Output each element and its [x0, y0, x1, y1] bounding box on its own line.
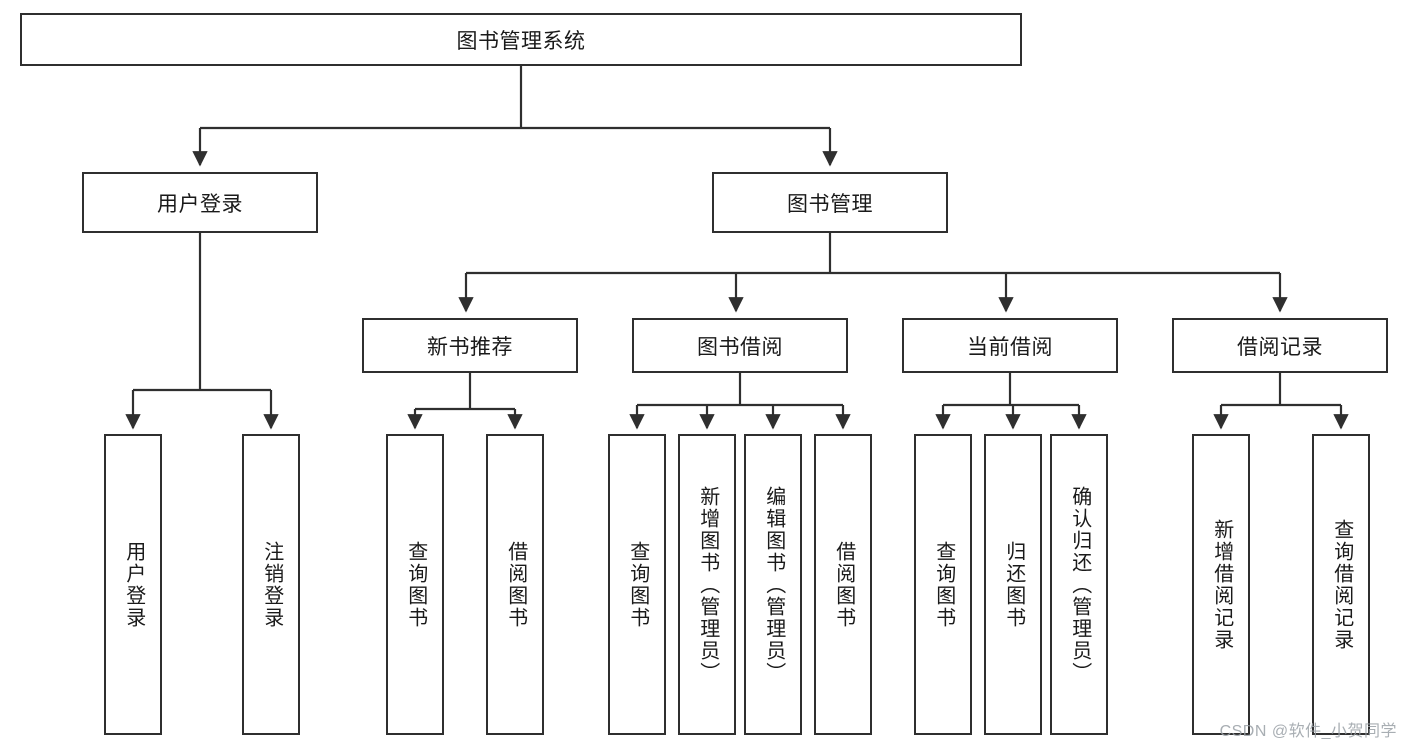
- node-new-book-recommend-label: 新书推荐: [427, 335, 513, 359]
- node-leaf-user-logout[interactable]: 注销登录: [242, 434, 300, 735]
- node-leaf-user-login[interactable]: 用户登录: [104, 434, 162, 735]
- node-leaf-user-logout-label: 注销登录: [260, 540, 283, 629]
- node-current-borrow[interactable]: 当前借阅: [902, 318, 1118, 373]
- node-leaf-borrow-book-2[interactable]: 借阅图书: [814, 434, 872, 735]
- node-leaf-query-borrow-record[interactable]: 查询借阅记录: [1312, 434, 1370, 735]
- node-leaf-add-book-admin[interactable]: 新增图书（管理员）: [678, 434, 736, 735]
- node-leaf-confirm-return-admin[interactable]: 确认归还（管理员）: [1050, 434, 1108, 735]
- node-leaf-borrow-book-2-label: 借阅图书: [832, 540, 855, 629]
- node-leaf-query-borrow-record-label: 查询借阅记录: [1330, 518, 1353, 651]
- node-leaf-edit-book-admin-label: 编辑图书（管理员）: [762, 485, 785, 684]
- node-book-borrow-label: 图书借阅: [697, 335, 783, 359]
- node-book-borrow[interactable]: 图书借阅: [632, 318, 848, 373]
- node-leaf-edit-book-admin[interactable]: 编辑图书（管理员）: [744, 434, 802, 735]
- node-leaf-query-book-3-label: 查询图书: [932, 540, 955, 629]
- node-user-login-label: 用户登录: [157, 192, 243, 216]
- node-book-manage[interactable]: 图书管理: [712, 172, 948, 233]
- node-leaf-user-login-label: 用户登录: [122, 540, 145, 629]
- node-root-label: 图书管理系统: [456, 29, 586, 53]
- node-leaf-query-book-3[interactable]: 查询图书: [914, 434, 972, 735]
- node-leaf-query-book-2[interactable]: 查询图书: [608, 434, 666, 735]
- node-current-borrow-label: 当前借阅: [967, 335, 1053, 359]
- node-borrow-record[interactable]: 借阅记录: [1172, 318, 1388, 373]
- node-leaf-add-borrow-record-label: 新增借阅记录: [1210, 518, 1233, 651]
- node-leaf-borrow-book-1-label: 借阅图书: [504, 540, 527, 629]
- node-leaf-return-book-label: 归还图书: [1002, 540, 1025, 629]
- node-leaf-add-book-admin-label: 新增图书（管理员）: [696, 485, 719, 684]
- csdn-watermark: CSDN @软件_小贺同学: [1219, 723, 1397, 740]
- node-root[interactable]: 图书管理系统: [20, 13, 1022, 66]
- node-book-manage-label: 图书管理: [787, 192, 873, 216]
- node-leaf-query-book-1-label: 查询图书: [404, 540, 427, 629]
- node-leaf-query-book-1[interactable]: 查询图书: [386, 434, 444, 735]
- node-leaf-borrow-book-1[interactable]: 借阅图书: [486, 434, 544, 735]
- node-leaf-confirm-return-admin-label: 确认归还（管理员）: [1068, 485, 1091, 684]
- node-leaf-add-borrow-record[interactable]: 新增借阅记录: [1192, 434, 1250, 735]
- node-leaf-query-book-2-label: 查询图书: [626, 540, 649, 629]
- node-new-book-recommend[interactable]: 新书推荐: [362, 318, 578, 373]
- node-borrow-record-label: 借阅记录: [1237, 335, 1323, 359]
- node-leaf-return-book[interactable]: 归还图书: [984, 434, 1042, 735]
- node-user-login[interactable]: 用户登录: [82, 172, 318, 233]
